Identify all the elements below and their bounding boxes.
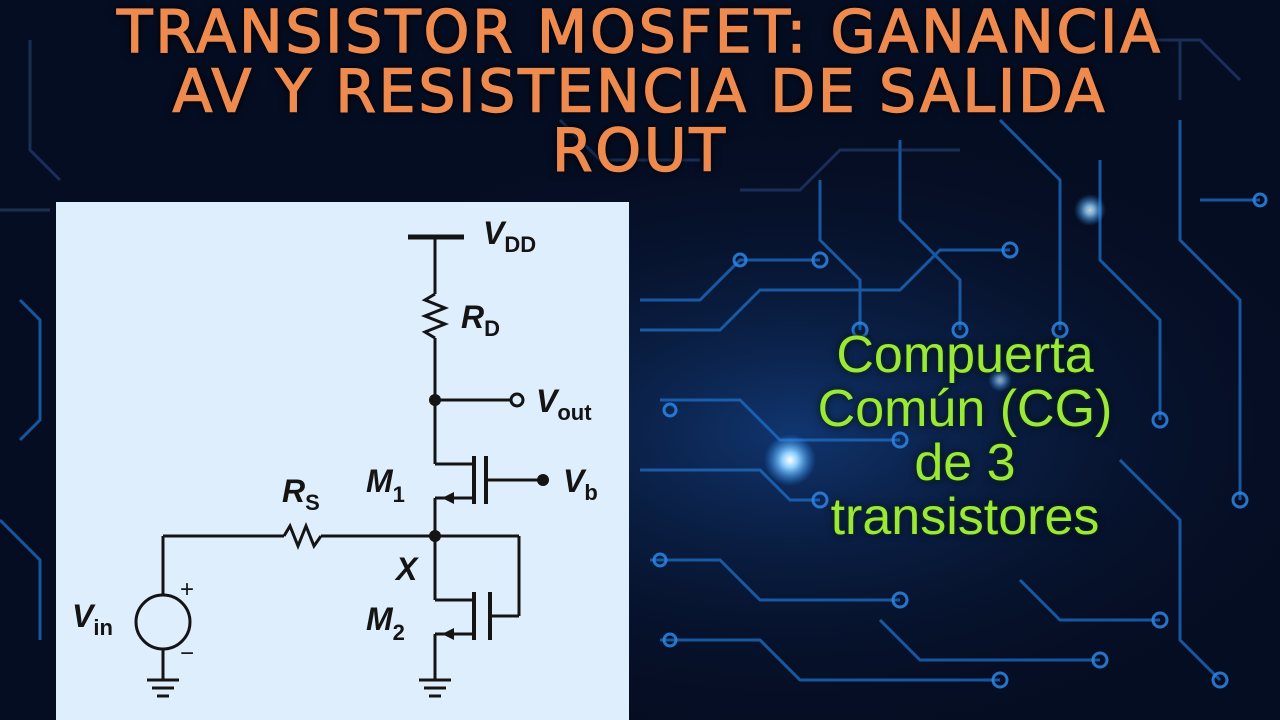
- m2-source-arrow: [442, 628, 454, 640]
- m1-source-arrow: [442, 492, 454, 504]
- circuit-topology-caption: Compuerta Común (CG) de 3 transistores: [740, 328, 1190, 544]
- vin-minus-sign: −: [180, 640, 194, 667]
- x-node-label: X: [394, 551, 419, 587]
- caption-line-2: Común (CG): [817, 380, 1113, 438]
- vb-label: Vb: [563, 463, 598, 505]
- vout-terminal: [509, 392, 525, 408]
- m1-label: M1: [366, 463, 405, 507]
- page-title: TRANSISTOR MOSFET: GANANCIA AV Y RESISTE…: [60, 0, 1220, 185]
- ground-vin: [147, 678, 179, 698]
- vin-label: Vin: [72, 598, 113, 640]
- caption-line-4: transistores: [830, 488, 1100, 546]
- rd-resistor: [420, 292, 450, 340]
- caption-line-3: de 3: [914, 434, 1016, 492]
- vdd-label: VDD: [483, 215, 536, 257]
- title-line-1: TRANSISTOR MOSFET: GANANCIA: [116, 0, 1163, 67]
- rs-label: RS: [282, 473, 320, 515]
- rd-label: RD: [461, 299, 500, 341]
- title-line-2: AV Y RESISTENCIA DE SALIDA: [172, 56, 1108, 126]
- vout-label: Vout: [536, 383, 592, 425]
- circuit-schematic-panel: VDD RD Vout M1 Vb RS X Vin + − M2: [56, 202, 629, 720]
- vin-plus-sign: +: [180, 576, 194, 603]
- ground-m2: [419, 678, 451, 698]
- caption-line-1: Compuerta: [836, 326, 1094, 384]
- vout-node-dot: [429, 394, 441, 406]
- rs-resistor: [282, 521, 323, 551]
- title-line-3: ROUT: [551, 115, 728, 185]
- m2-label: M2: [366, 601, 405, 645]
- x-node-dot: [429, 530, 441, 542]
- vb-terminal-dot: [537, 474, 549, 486]
- circuit-schematic: VDD RD Vout M1 Vb RS X Vin + − M2: [72, 215, 598, 698]
